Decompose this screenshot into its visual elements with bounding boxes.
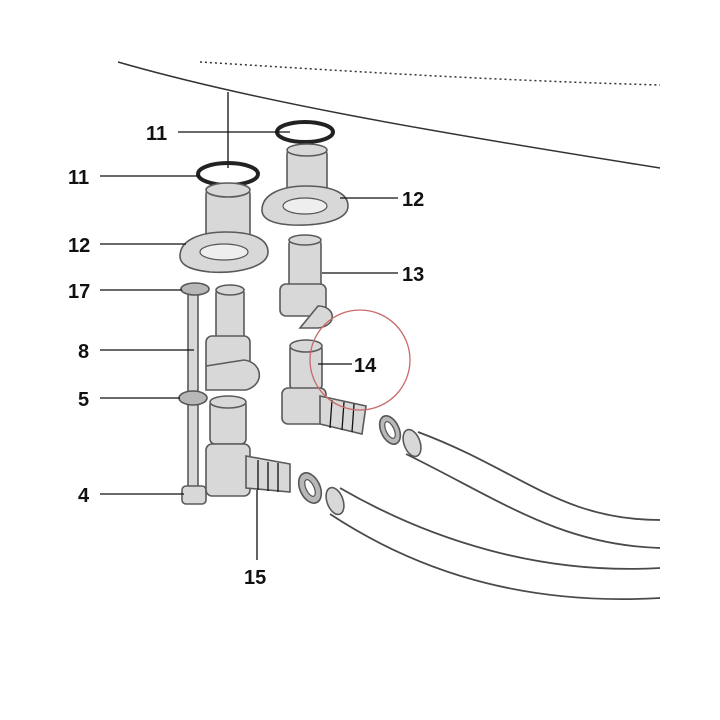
- callout-13: 13: [402, 264, 424, 286]
- washer-5: [178, 390, 208, 406]
- callout-15: 15: [244, 567, 266, 589]
- callout-5: 5: [78, 389, 89, 411]
- callout-11b: 11: [68, 167, 89, 189]
- sender-unit-left: [205, 182, 251, 243]
- callout-17: 17: [68, 281, 90, 303]
- callout-12b: 12: [402, 189, 424, 211]
- washer-17: [180, 282, 210, 296]
- t-fitting-15: [205, 443, 291, 497]
- hose-clamp-upper: [378, 415, 402, 445]
- tank-outline-top: [199, 61, 661, 86]
- callout-14: 14: [354, 355, 377, 377]
- callout-12a: 12: [68, 235, 90, 257]
- hose-clamp-lower: [297, 472, 323, 504]
- callout-4: 4: [78, 485, 90, 507]
- callout-8: 8: [78, 341, 89, 363]
- fitting-13: [279, 234, 334, 329]
- highlight-circle: [309, 309, 411, 411]
- fitting-stack-left: [205, 284, 261, 445]
- bolt-left: [181, 291, 207, 505]
- hose-upper: [402, 428, 661, 549]
- tank-outline: [117, 61, 661, 169]
- fitting-14: [281, 339, 367, 435]
- hose-lower: [325, 486, 661, 601]
- callout-11a: 11: [146, 123, 167, 145]
